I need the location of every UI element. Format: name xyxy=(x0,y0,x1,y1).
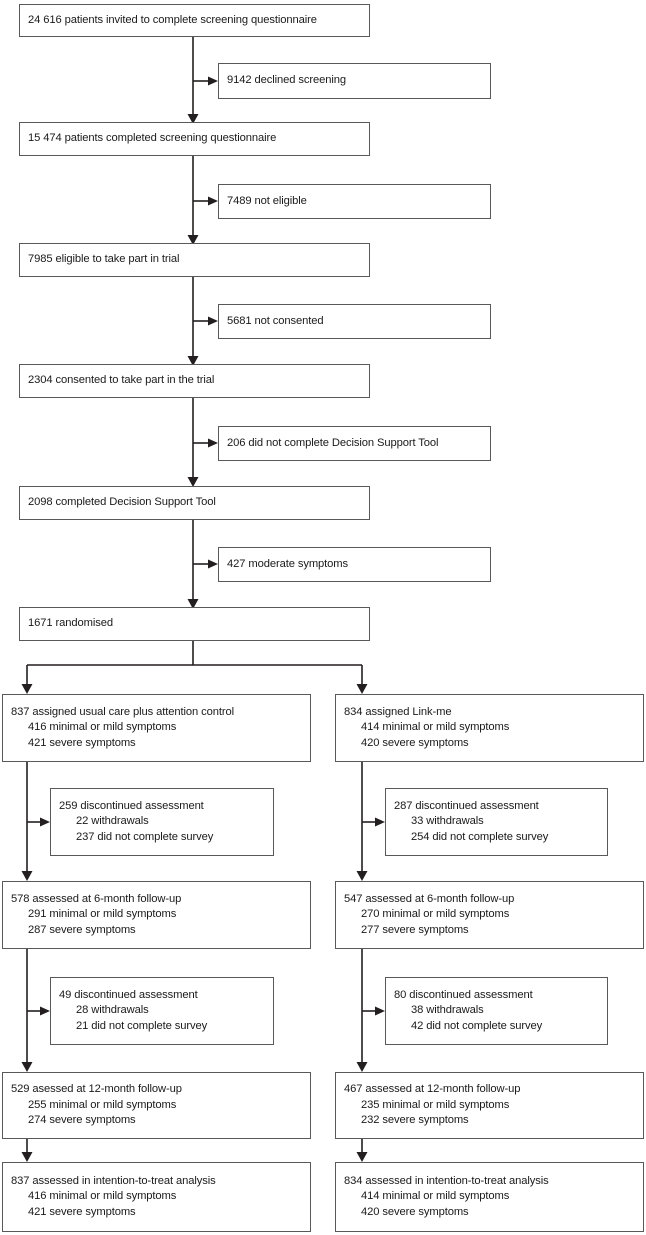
box-line: 1671 randomised xyxy=(28,617,113,630)
box-line: 22 withdrawals xyxy=(76,815,149,828)
box-control-intention-to-treat-analysis: 837 assessed in intention-to-treat analy… xyxy=(2,1162,311,1232)
box-completed-decision-support-tool: 2098 completed Decision Support Tool xyxy=(19,486,370,520)
box-line: 49 discontinued assessment xyxy=(59,988,198,1001)
box-linkme-followup-6-month: 547 assessed at 6-month follow-up 270 mi… xyxy=(335,881,644,949)
box-line: 2098 completed Decision Support Tool xyxy=(28,496,216,509)
box-line: 421 severe symptoms xyxy=(28,1205,136,1218)
box-declined-screening: 9142 declined screening xyxy=(218,63,491,99)
box-consented-to-take-part: 2304 consented to take part in the trial xyxy=(19,364,370,398)
box-line: 235 minimal or mild symptoms xyxy=(361,1098,510,1111)
box-line: 7489 not eligible xyxy=(227,194,307,207)
box-line: 529 asessed at 12-month follow-up xyxy=(11,1083,182,1096)
box-line: 80 discontinued assessment xyxy=(394,988,533,1001)
box-line: 287 discontinued assessment xyxy=(394,799,539,812)
box-line: 421 severe symptoms xyxy=(28,736,136,749)
box-control-discontinued-12-month: 49 discontinued assessment 28 withdrawal… xyxy=(50,977,274,1045)
box-line: 287 severe symptoms xyxy=(28,923,136,936)
box-line: 277 severe symptoms xyxy=(361,923,469,936)
box-line: 232 severe symptoms xyxy=(361,1114,469,1127)
box-line: 38 withdrawals xyxy=(411,1004,484,1017)
box-line: 274 severe symptoms xyxy=(28,1114,136,1127)
box-line: 578 assessed at 6-month follow-up xyxy=(11,892,182,905)
box-line: 21 did not complete survey xyxy=(76,1019,208,1032)
box-line: 837 assigned usual care plus attention c… xyxy=(11,705,235,718)
box-line: 9142 declined screening xyxy=(227,74,346,87)
box-line: 2304 consented to take part in the trial xyxy=(28,374,215,387)
box-line: 467 assessed at 12-month follow-up xyxy=(344,1083,521,1096)
box-line: 28 withdrawals xyxy=(76,1004,149,1017)
box-line: 237 did not complete survey xyxy=(76,830,214,843)
box-linkme-discontinued-6-month: 287 discontinued assessment 33 withdrawa… xyxy=(385,788,608,856)
box-line: 414 minimal or mild symptoms xyxy=(361,721,510,734)
box-not-eligible: 7489 not eligible xyxy=(218,184,491,219)
box-line: 837 assessed in intention-to-treat analy… xyxy=(11,1174,216,1187)
box-line: 291 minimal or mild symptoms xyxy=(28,908,177,921)
box-linkme-intention-to-treat-analysis: 834 assessed in intention-to-treat analy… xyxy=(335,1162,644,1232)
box-line: 254 did not complete survey xyxy=(411,830,549,843)
box-linkme-assigned: 834 assigned Link-me 414 minimal or mild… xyxy=(335,694,644,762)
box-control-followup-6-month: 578 assessed at 6-month follow-up 291 mi… xyxy=(2,881,311,949)
box-control-discontinued-6-month: 259 discontinued assessment 22 withdrawa… xyxy=(50,788,274,856)
box-line: 206 did not complete Decision Support To… xyxy=(227,436,439,449)
box-control-assigned: 837 assigned usual care plus attention c… xyxy=(2,694,311,762)
box-line: 15 474 patients completed screening ques… xyxy=(28,132,277,145)
box-control-followup-12-month: 529 asessed at 12-month follow-up 255 mi… xyxy=(2,1072,311,1139)
box-line: 255 minimal or mild symptoms xyxy=(28,1098,177,1111)
box-line: 834 assigned Link-me xyxy=(344,705,452,718)
box-line: 416 minimal or mild symptoms xyxy=(28,1190,177,1203)
box-randomised: 1671 randomised xyxy=(19,607,370,641)
box-line: 420 severe symptoms xyxy=(361,736,469,749)
box-line: 5681 not consented xyxy=(227,314,324,327)
box-line: 834 assessed in intention-to-treat analy… xyxy=(344,1174,549,1187)
box-line: 414 minimal or mild symptoms xyxy=(361,1190,510,1203)
box-patients-invited: 24 616 patients invited to complete scre… xyxy=(19,4,370,37)
box-linkme-discontinued-12-month: 80 discontinued assessment 38 withdrawal… xyxy=(385,977,608,1045)
box-patients-completed-screening: 15 474 patients completed screening ques… xyxy=(19,122,370,156)
box-line: 259 discontinued assessment xyxy=(59,799,204,812)
box-line: 270 minimal or mild symptoms xyxy=(361,908,510,921)
box-line: 42 did not complete survey xyxy=(411,1019,543,1032)
box-line: 420 severe symptoms xyxy=(361,1205,469,1218)
box-not-consented: 5681 not consented xyxy=(218,304,491,339)
box-line: 7985 eligible to take part in trial xyxy=(28,253,180,266)
box-linkme-followup-12-month: 467 assessed at 12-month follow-up 235 m… xyxy=(335,1072,644,1139)
box-line: 24 616 patients invited to complete scre… xyxy=(28,13,317,26)
box-line: 427 moderate symptoms xyxy=(227,557,349,570)
box-eligible-to-take-part: 7985 eligible to take part in trial xyxy=(19,243,370,277)
box-did-not-complete-decision-support-tool: 206 did not complete Decision Support To… xyxy=(218,426,491,461)
box-line: 416 minimal or mild symptoms xyxy=(28,721,177,734)
box-moderate-symptoms: 427 moderate symptoms xyxy=(218,547,491,582)
box-line: 33 withdrawals xyxy=(411,815,484,828)
box-line: 547 assessed at 6-month follow-up xyxy=(344,892,515,905)
